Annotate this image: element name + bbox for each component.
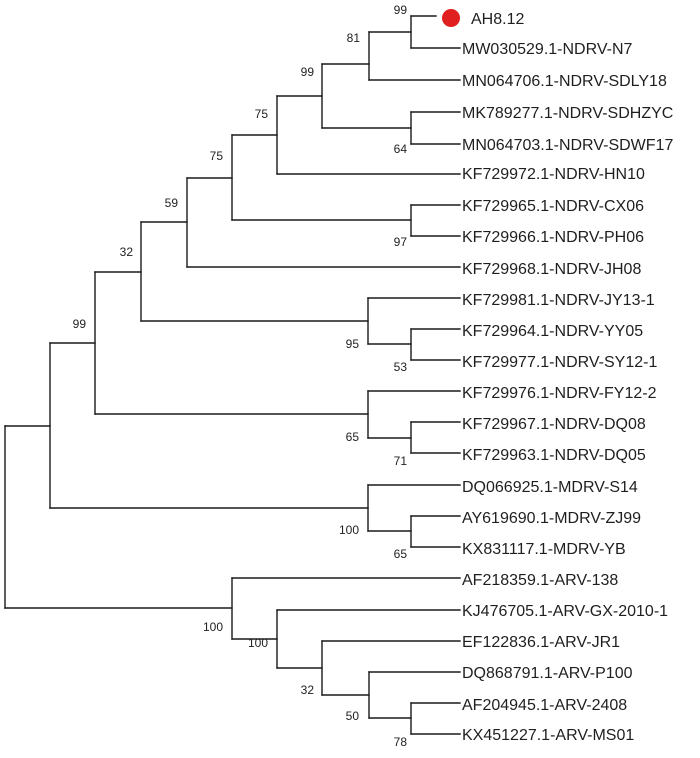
taxon-label: KF729981.1-NDRV-JY13-1 [462,292,655,309]
bootstrap-value: 100 [203,620,223,634]
bootstrap-value: 95 [346,337,360,351]
bootstrap-value: 32 [301,683,315,697]
bootstrap-value: 59 [165,196,179,210]
taxon-label: DQ066925.1-MDRV-S14 [462,479,638,496]
taxon-label: KX831117.1-MDRV-YB [462,541,626,558]
bootstrap-value: 32 [120,245,134,259]
bootstrap-value: 75 [255,107,269,121]
taxon-label: AF204945.1-ARV-2408 [462,697,627,714]
taxon-label: EF122836.1-ARV-JR1 [462,634,620,651]
taxon-label: MK789277.1-NDRV-SDHZYC [462,105,673,122]
bootstrap-value: 64 [394,142,408,156]
bootstrap-value: 100 [248,636,268,650]
bootstrap-value: 65 [346,430,360,444]
bootstrap-value: 50 [346,709,360,723]
taxon-label: KF729976.1-NDRV-FY12-2 [462,385,657,402]
taxon-label: MN064706.1-NDRV-SDLY18 [462,73,667,90]
bootstrap-value: 71 [394,454,408,468]
taxon-label: DQ868791.1-ARV-P100 [462,665,633,682]
taxon-label: KF729977.1-NDRV-SY12-1 [462,354,657,371]
bootstrap-labels: 99 81 99 75 64 75 97 59 32 95 53 99 65 7… [73,3,408,749]
bootstrap-value: 99 [301,65,315,79]
tree-branches [4,15,461,735]
taxon-label: KF729968.1-NDRV-JH08 [462,261,641,278]
bootstrap-value: 97 [394,235,408,249]
taxon-label: KF729963.1-NDRV-DQ05 [462,447,646,464]
bootstrap-value: 81 [347,31,361,45]
taxon-label: KF729966.1-NDRV-PH06 [462,229,644,246]
taxon-label: KF729967.1-NDRV-DQ08 [462,416,646,433]
taxon-label: MN064703.1-NDRV-SDWF17 [462,137,673,154]
taxon-label: KF729965.1-NDRV-CX06 [462,198,644,215]
bootstrap-value: 65 [394,547,408,561]
taxon-label: AY619690.1-MDRV-ZJ99 [462,510,641,527]
bootstrap-value: 99 [394,3,408,17]
taxon-label: KJ476705.1-ARV-GX-2010-1 [462,603,668,620]
bootstrap-value: 99 [73,317,87,331]
taxon-label: AH8.12 [471,11,524,28]
bootstrap-value: 53 [394,360,408,374]
taxon-label: KF729964.1-NDRV-YY05 [462,323,643,340]
bootstrap-value: 100 [339,523,359,537]
taxon-label: KF729972.1-NDRV-HN10 [462,166,645,183]
taxon-label: AF218359.1-ARV-138 [462,572,618,589]
taxon-label: KX451227.1-ARV-MS01 [462,727,634,744]
highlight-marker-icon [442,9,460,27]
taxon-label: MW030529.1-NDRV-N7 [462,41,633,58]
bootstrap-value: 75 [210,149,224,163]
bootstrap-value: 78 [394,735,408,749]
taxon-labels: AH8.12 MW030529.1-NDRV-N7 MN064706.1-NDR… [462,11,673,744]
